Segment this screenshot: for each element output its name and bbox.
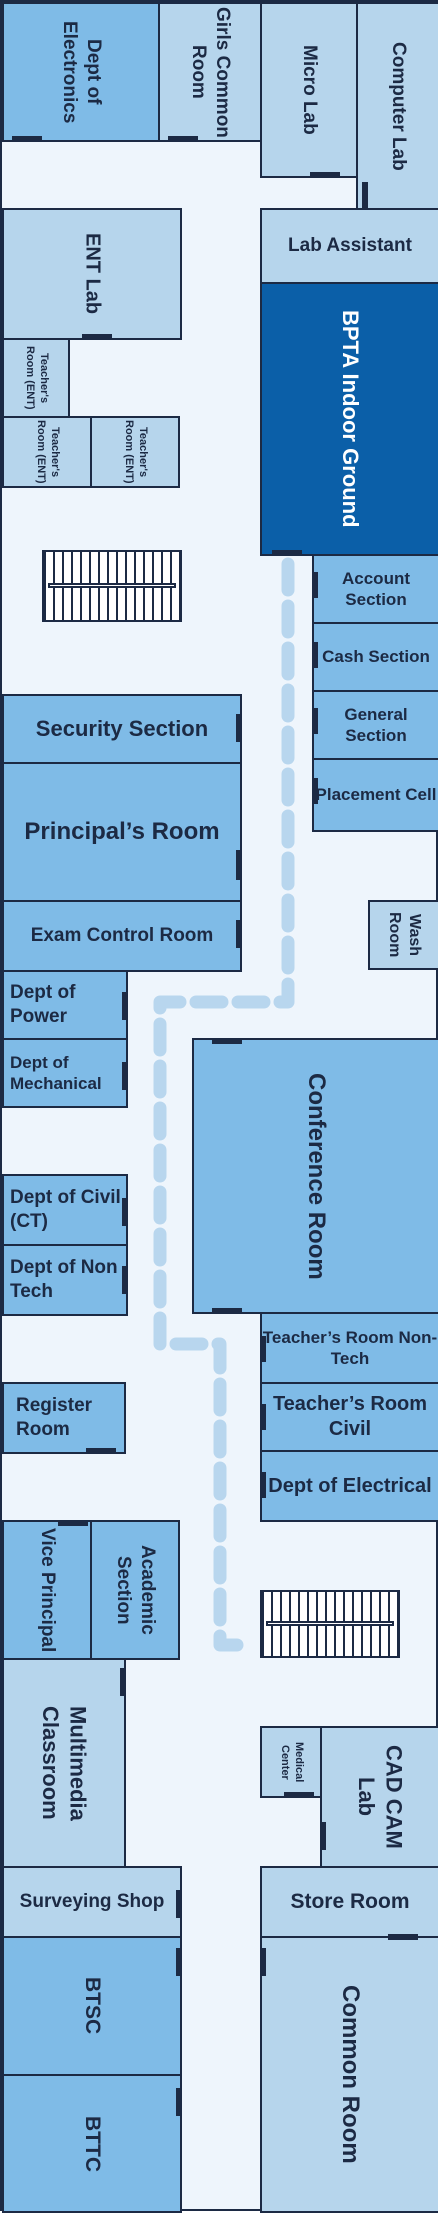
room-account-section[interactable]: Account Section	[312, 554, 438, 624]
room-cad-cam-lab[interactable]: CAD CAM Lab	[320, 1726, 438, 1868]
room-dept-mechanical[interactable]: Dept of Mechanical	[2, 1038, 128, 1108]
room-micro-lab[interactable]: Micro Lab	[260, 2, 358, 178]
staircase-1	[42, 550, 182, 622]
door	[312, 572, 318, 598]
room-teachers-room-non-tech[interactable]: Teacher’s Room Non-Tech	[260, 1312, 438, 1384]
door	[82, 334, 112, 340]
room-teachers-room-ent-3[interactable]: Teacher's Room (ENT)	[90, 416, 180, 488]
door	[86, 1448, 116, 1454]
door	[176, 1890, 182, 1918]
room-btsc[interactable]: BTSC	[2, 1936, 182, 2076]
door	[260, 1336, 266, 1362]
door	[260, 1404, 266, 1430]
staircase-2	[260, 1590, 400, 1658]
room-general-section[interactable]: General Section	[312, 690, 438, 760]
room-teachers-room-civil[interactable]: Teacher’s Room Civil	[260, 1382, 438, 1452]
room-bpta-indoor-ground[interactable]: BPTA Indoor Ground	[260, 282, 438, 556]
door	[312, 642, 318, 668]
room-dept-power[interactable]: Dept of Power	[2, 970, 128, 1040]
room-dept-civil-ct[interactable]: Dept of Civil (CT)	[2, 1174, 128, 1246]
door	[284, 1792, 314, 1798]
door	[320, 1822, 326, 1850]
room-wash-room[interactable]: Wash Room	[368, 900, 438, 970]
door	[176, 2088, 182, 2116]
room-surveying-shop[interactable]: Surveying Shop	[2, 1866, 182, 1938]
room-teachers-room-ent-2[interactable]: Teacher's Room (ENT)	[2, 416, 92, 488]
door	[122, 1266, 128, 1294]
door	[388, 1934, 418, 1940]
door	[12, 136, 42, 142]
room-multimedia-classroom[interactable]: Multimedia Classroom	[2, 1658, 126, 1868]
room-exam-control-room[interactable]: Exam Control Room	[2, 900, 242, 972]
room-computer-lab[interactable]: Computer Lab	[356, 2, 438, 210]
door	[236, 850, 242, 880]
room-dept-electrical[interactable]: Dept of Electrical	[260, 1450, 438, 1522]
room-common-room[interactable]: Common Room	[260, 1936, 438, 2213]
room-lab-assistant[interactable]: Lab Assistant	[260, 208, 438, 284]
room-security-section[interactable]: Security Section	[2, 694, 242, 764]
door	[260, 1472, 266, 1498]
door	[236, 920, 242, 948]
room-conference-room[interactable]: Conference Room	[192, 1038, 438, 1314]
door	[236, 714, 242, 742]
door	[122, 992, 128, 1020]
room-ent-lab[interactable]: ENT Lab	[2, 208, 182, 340]
door	[312, 708, 318, 734]
room-teachers-room-ent-1[interactable]: Teacher's Room (ENT)	[2, 338, 70, 418]
door	[122, 1198, 128, 1226]
door	[260, 1948, 266, 1976]
room-bttc[interactable]: BTTC	[2, 2074, 182, 2213]
door	[362, 182, 368, 210]
door	[168, 136, 198, 142]
room-cash-section[interactable]: Cash Section	[312, 622, 438, 692]
room-academic-section[interactable]: Academic Section	[90, 1520, 180, 1660]
room-girls-common-room[interactable]: Girls Common Room	[158, 2, 262, 142]
door	[272, 550, 302, 556]
room-principals-room[interactable]: Principal’s Room	[2, 762, 242, 902]
room-store-room[interactable]: Store Room	[260, 1866, 438, 1938]
room-register-room[interactable]: Register Room	[2, 1382, 126, 1454]
room-dept-electronics[interactable]: Dept of Electronics	[2, 2, 160, 142]
room-dept-non-tech[interactable]: Dept of Non Tech	[2, 1244, 128, 1316]
room-medical-center[interactable]: Medical Center	[260, 1726, 322, 1798]
door	[312, 778, 318, 804]
door	[120, 1668, 126, 1696]
room-placement-cell[interactable]: Placement Cell	[312, 758, 438, 832]
door	[58, 1520, 88, 1526]
door	[212, 1038, 242, 1044]
door	[310, 172, 340, 178]
door	[122, 1062, 128, 1090]
door	[212, 1308, 242, 1314]
room-vice-principal[interactable]: Vice Principal	[2, 1520, 92, 1660]
door	[176, 1948, 182, 1976]
